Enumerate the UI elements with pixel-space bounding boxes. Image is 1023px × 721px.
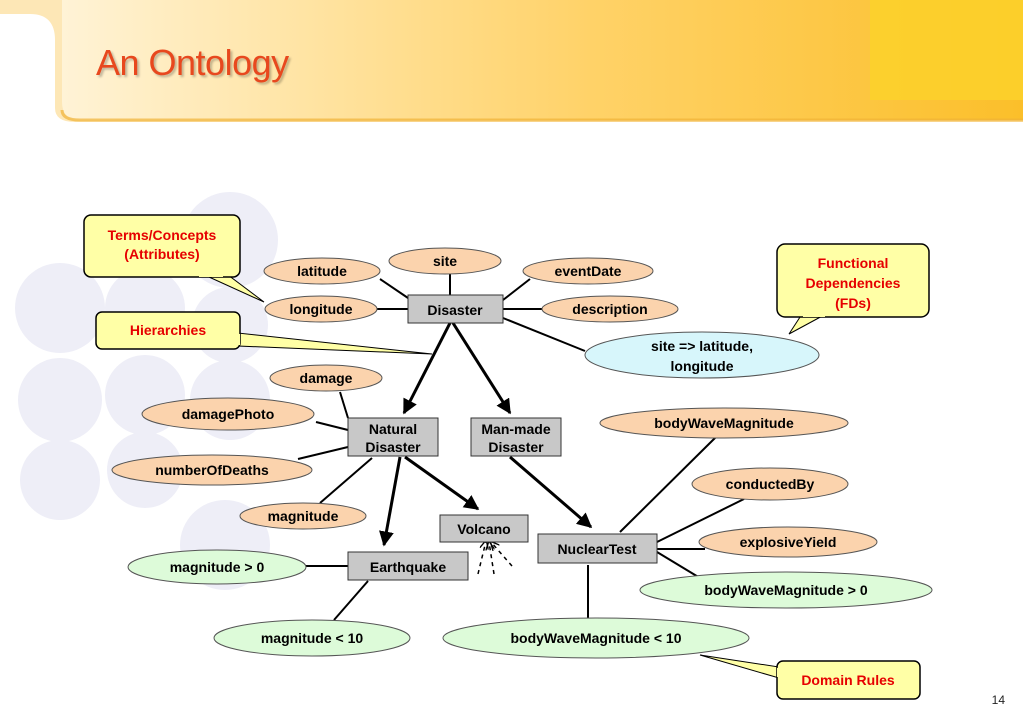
class-nucleartest-label: NuclearTest	[557, 541, 636, 557]
node-damagephoto: damagePhoto	[141, 397, 315, 431]
line-bwm-gt	[656, 551, 701, 579]
line-eventdate	[502, 278, 531, 301]
arrow-natural-volcano	[404, 455, 480, 511]
class-natural-label2: Disaster	[365, 439, 421, 455]
header-band	[0, 0, 1023, 122]
callout-domain-rules-text: Domain Rules	[801, 672, 895, 688]
callout-fds-line1: Functional	[818, 255, 889, 271]
line-latitude	[379, 278, 409, 299]
arrow-disaster-manmade	[451, 322, 512, 415]
callout-terms-line2: (Attributes)	[124, 246, 199, 262]
class-disaster: Disaster	[407, 294, 504, 324]
line-magnitude	[319, 457, 373, 504]
node-explosiveyield-label: explosiveYield	[740, 534, 837, 550]
callout-fds-line2: Dependencies	[806, 275, 901, 291]
node-damage-label: damage	[300, 370, 353, 386]
hierarchy-arrows	[379, 322, 593, 547]
callout-fds-line3: (FDs)	[835, 295, 871, 311]
line-deaths	[297, 446, 349, 460]
rule-magnitude-gt-0-label: magnitude > 0	[170, 559, 265, 575]
node-explosiveyield: explosiveYield	[698, 526, 878, 558]
node-latitude-label: latitude	[297, 263, 347, 279]
line-damagephoto	[315, 421, 349, 431]
slide-title: An Ontology	[96, 42, 289, 83]
arrow-natural-earthquake	[379, 456, 402, 547]
class-manmade-label2: Disaster	[488, 439, 544, 455]
node-magnitude-label: magnitude	[268, 508, 339, 524]
node-eventdate: eventDate	[522, 257, 654, 285]
connector-lines	[297, 274, 745, 622]
callout-terms: Terms/Concepts (Attributes)	[83, 214, 265, 303]
line-bwm	[619, 436, 717, 533]
class-manmade-label1: Man-made	[481, 421, 550, 437]
class-manmade-disaster: Man-made Disaster	[470, 417, 562, 457]
callout-fds: Functional Dependencies (FDs)	[776, 243, 930, 335]
fd-line1: site => latitude,	[651, 338, 753, 354]
class-earthquake-label: Earthquake	[370, 559, 446, 575]
concept-nodes: site latitude eventDate longitude descri…	[111, 247, 878, 558]
node-description: description	[541, 295, 679, 323]
rule-magnitude-lt-10-label: magnitude < 10	[261, 630, 364, 646]
arrow-disaster-natural	[402, 322, 452, 415]
rule-bwm-lt-10-label: bodyWaveMagnitude < 10	[510, 630, 681, 646]
line-mag-lt	[333, 580, 369, 621]
node-magnitude: magnitude	[239, 502, 367, 530]
line-fd	[502, 317, 586, 352]
node-latitude: latitude	[263, 257, 381, 285]
class-nodes: Disaster Natural Disaster Man-made Disas…	[347, 294, 658, 581]
rule-bwm-lt-10: bodyWaveMagnitude < 10	[442, 617, 750, 659]
volcano-dashed-arrows	[477, 541, 513, 575]
rule-bwm-gt-0: bodyWaveMagnitude > 0	[639, 571, 933, 609]
node-longitude: longitude	[264, 295, 378, 323]
fd-node: site => latitude, longitude	[584, 331, 820, 379]
node-numberofdeaths: numberOfDeaths	[111, 454, 313, 486]
fd-line2: longitude	[671, 358, 734, 374]
rule-nodes: magnitude > 0 magnitude < 10 bodyWaveMag…	[127, 549, 933, 659]
node-site-label: site	[433, 253, 457, 269]
callout-terms-line1: Terms/Concepts	[108, 227, 217, 243]
class-disaster-label: Disaster	[427, 302, 483, 318]
class-volcano: Volcano	[439, 514, 529, 543]
node-eventdate-label: eventDate	[555, 263, 622, 279]
class-natural-disaster: Natural Disaster	[347, 417, 439, 457]
class-natural-label1: Natural	[369, 421, 417, 437]
callout-hierarchies: Hierarchies	[95, 311, 433, 355]
node-bodywavemagnitude-label: bodyWaveMagnitude	[654, 415, 794, 431]
rule-magnitude-lt-10: magnitude < 10	[213, 619, 411, 657]
callout-domain-rules: Domain Rules	[699, 654, 921, 700]
node-conductedby: conductedBy	[691, 467, 849, 501]
class-earthquake: Earthquake	[347, 551, 469, 581]
node-description-label: description	[572, 301, 647, 317]
line-damage	[339, 391, 349, 419]
arrow-manmade-nuclear	[509, 455, 593, 529]
class-volcano-label: Volcano	[457, 521, 510, 537]
page-number: 14	[991, 693, 1005, 707]
node-damagephoto-label: damagePhoto	[182, 406, 275, 422]
class-nucleartest: NuclearTest	[537, 533, 658, 564]
node-numberofdeaths-label: numberOfDeaths	[155, 462, 269, 478]
callout-hierarchies-text: Hierarchies	[130, 322, 206, 338]
node-conductedby-label: conductedBy	[726, 476, 815, 492]
node-bodywavemagnitude: bodyWaveMagnitude	[599, 407, 849, 439]
node-longitude-label: longitude	[290, 301, 353, 317]
node-damage: damage	[269, 364, 383, 392]
rule-magnitude-gt-0: magnitude > 0	[127, 549, 307, 585]
node-site: site	[388, 247, 502, 275]
rule-bwm-gt-0-label: bodyWaveMagnitude > 0	[704, 582, 867, 598]
line-conductedby	[656, 498, 745, 543]
